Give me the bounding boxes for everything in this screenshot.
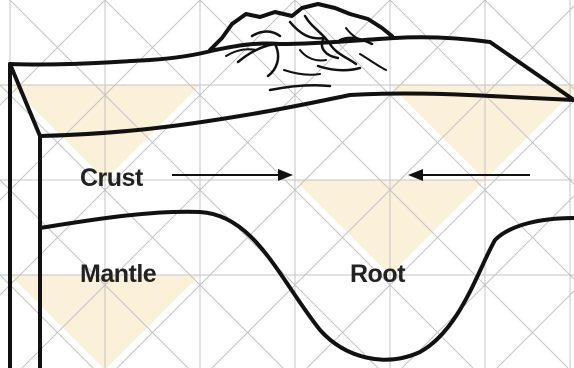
mantle-label: Mantle xyxy=(80,260,157,288)
shaded-triangles xyxy=(10,85,574,368)
crust-label: Crust xyxy=(80,164,144,192)
mountain-ridge-detail xyxy=(238,16,372,90)
arrow-right-head xyxy=(278,169,293,181)
arrow-left-head xyxy=(408,169,423,181)
root-label: Root xyxy=(350,260,406,288)
